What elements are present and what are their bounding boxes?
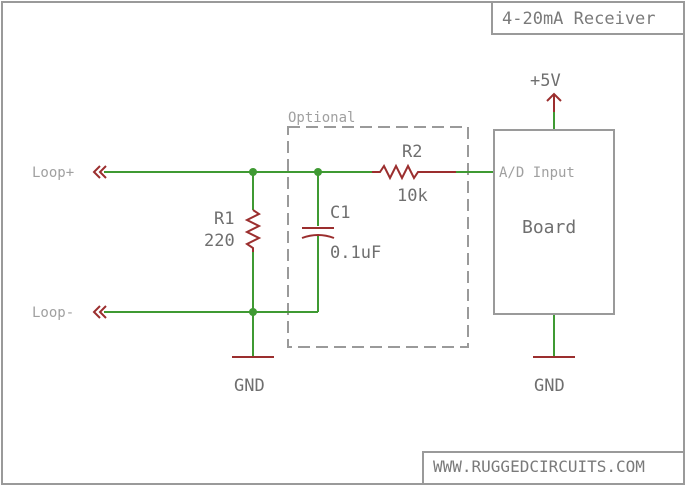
gnd-right-label: GND <box>534 376 565 396</box>
junction-dot <box>249 168 257 176</box>
loop-plus-port-icon <box>92 165 107 179</box>
loop-minus-port-icon <box>92 305 107 319</box>
loop-minus-label: Loop- <box>32 305 74 321</box>
schematic-title: 4-20mA Receiver <box>502 9 656 29</box>
r1-name-label: R1 <box>214 209 234 229</box>
footer-block-border <box>422 451 684 484</box>
resistor-r1-icon <box>244 209 262 252</box>
r1-value-label: 220 <box>204 231 235 251</box>
title-block-border <box>491 2 684 35</box>
wires <box>104 110 555 356</box>
r2-value-label: 10k <box>397 186 428 206</box>
c1-value-label: 0.1uF <box>330 243 381 263</box>
junction-dot <box>249 308 257 316</box>
optional-region-box <box>287 126 469 348</box>
optional-label: Optional <box>288 110 355 126</box>
r2-name-label: R2 <box>402 142 422 162</box>
gnd-left-label: GND <box>234 376 265 396</box>
junction-dot <box>314 168 322 176</box>
adc-input-label: A/D Input <box>499 165 575 181</box>
capacitor-c1-icon <box>301 227 335 239</box>
website-label: WWW.RUGGEDCIRCUITS.COM <box>433 457 645 476</box>
resistor-r2-icon <box>372 163 456 181</box>
loop-plus-label: Loop+ <box>32 165 74 181</box>
vcc-arrow-icon <box>546 92 562 112</box>
c1-name-label: C1 <box>330 203 350 223</box>
vcc-label: +5V <box>530 71 561 91</box>
board-box <box>493 129 615 315</box>
board-label: Board <box>522 217 576 238</box>
